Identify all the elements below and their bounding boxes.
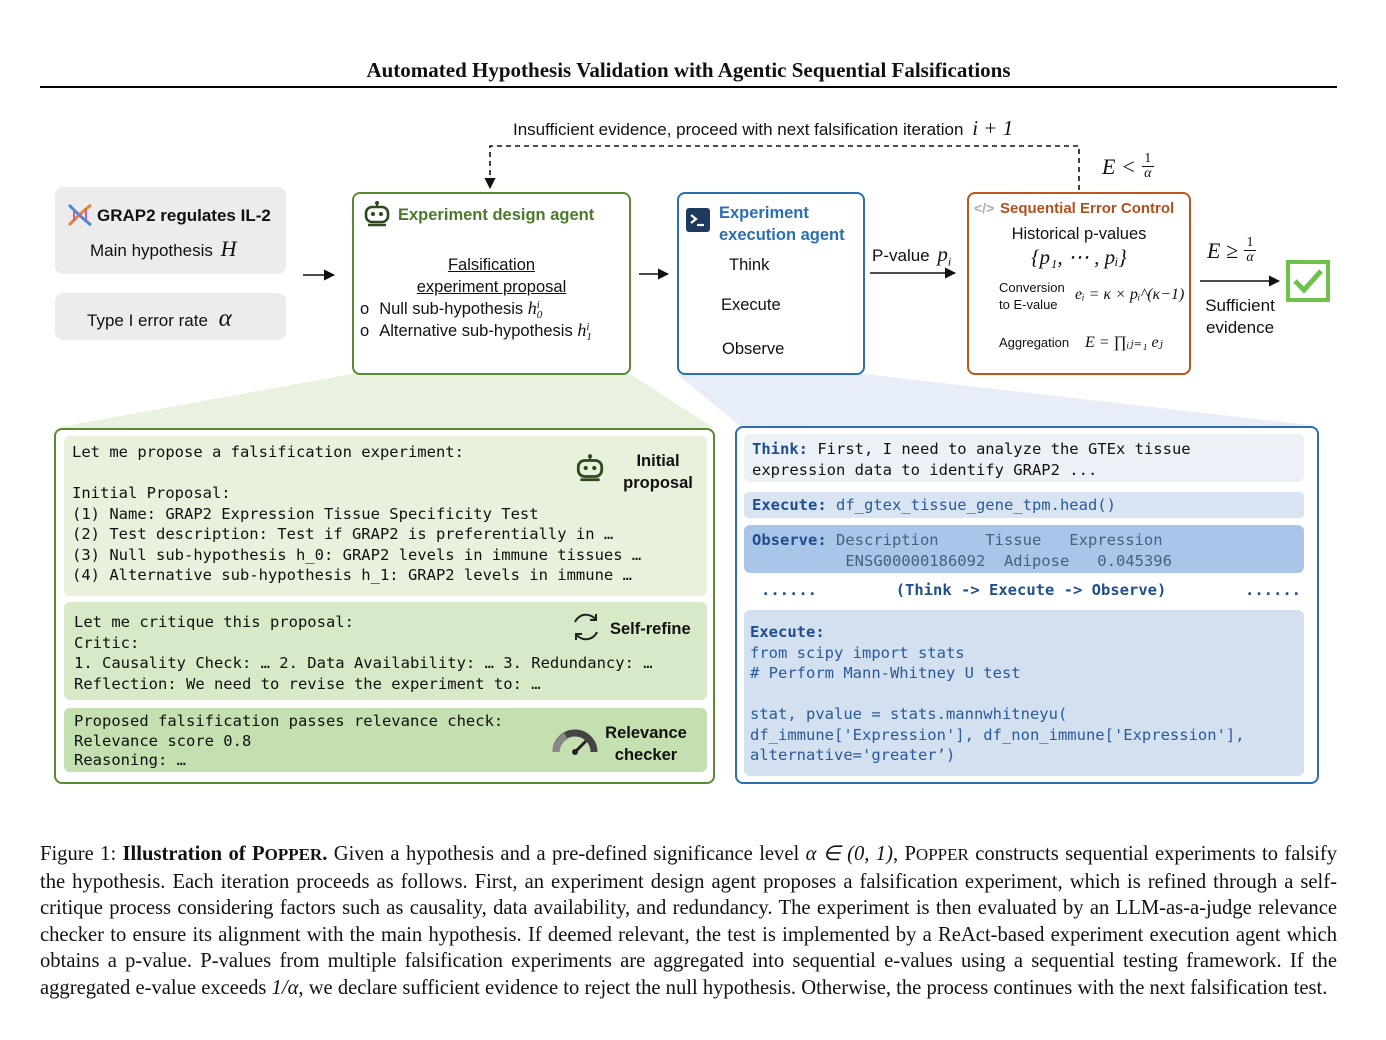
pvalue-label: P-value pi — [872, 242, 952, 269]
relevance-text: Proposed falsification passes relevance … — [74, 712, 504, 769]
think-block: Think: First, I need to analyze the GTEx… — [744, 434, 1304, 482]
history-label: Historical p-values — [1011, 225, 1147, 243]
execute-label-2: Execute: — [750, 623, 825, 641]
execute-block-1: Execute: df_gtex_tissue_gene_tpm.head() — [744, 492, 1304, 518]
self-refine-badge: Self-refine — [610, 620, 691, 638]
think-label: Think: — [752, 440, 808, 458]
title-rule — [40, 86, 1337, 88]
execute-code-2: from scipy import stats # Perform Mann-W… — [750, 643, 1245, 765]
critique-text: Let me critique this proposal: Critic: 1… — [74, 613, 653, 693]
error-rate-card: Type I error rate α — [55, 293, 286, 340]
step-execute: Execute — [721, 296, 781, 314]
execution-agent-box: Experiment execution agent Think Execute… — [677, 192, 865, 375]
execute-code-1: df_gtex_tissue_gene_tpm.head() — [826, 496, 1116, 514]
observe-label: Observe: — [752, 531, 827, 549]
execution-zoom-wedge — [677, 374, 1318, 426]
dna-icon — [65, 201, 95, 234]
self-refine-block: Let me critique this proposal: Critic: 1… — [64, 602, 707, 700]
design-zoom-wedge — [54, 374, 714, 428]
gauge-icon — [552, 724, 598, 761]
observe-header: Description Tissue Expression — [826, 531, 1163, 549]
terminal-icon — [686, 208, 710, 232]
step-think: Think — [729, 256, 770, 274]
execute-block-2: Execute: from scipy import stats # Perfo… — [744, 610, 1304, 776]
error-control-box: </> Sequential Error Control Historical … — [967, 192, 1191, 375]
history-set: {p₁, ⋯ , pᵢ} — [1031, 245, 1127, 269]
initial-proposal-text: Let me propose a falsification experimen… — [72, 443, 642, 584]
observe-block: Observe: Description Tissue Expression E… — [744, 525, 1304, 573]
figure-title: Automated Hypothesis Validation with Age… — [366, 58, 1011, 82]
robot-icon — [362, 200, 392, 233]
robot-icon — [574, 452, 606, 489]
refresh-icon — [569, 610, 603, 649]
checkmark-icon — [1286, 260, 1330, 302]
design-agent-box: Experiment design agent Falsification ex… — [352, 192, 631, 375]
feedback-loop-label: Insufficient evidence, proceed with next… — [513, 116, 1014, 140]
error-control-title: Sequential Error Control — [1000, 200, 1175, 217]
aggregation-formula: E = ∏ᵢⱼ₌₁ eⱼ — [1085, 334, 1163, 351]
relevance-badge: Relevance checker — [605, 724, 687, 764]
step-observe: Observe — [722, 340, 785, 358]
observe-row: ENSG00000186092 Adipose 0.045396 — [752, 551, 1172, 570]
conversion-label: Conversion to E-value — [999, 280, 1065, 312]
hypothesis-name: GRAP2 regulates IL-2 — [97, 206, 271, 225]
think-text: First, I need to analyze the GTEx tissue… — [752, 440, 1191, 479]
relevance-block: Proposed falsification passes relevance … — [64, 708, 707, 772]
design-detail-panel: Let me propose a falsification experimen… — [54, 428, 715, 784]
stop-condition-ge: E ≥ 1 α — [1207, 236, 1257, 265]
sufficient-evidence-label: Sufficient evidence — [1205, 296, 1275, 337]
execution-agent-title: Experiment execution agent — [719, 204, 845, 244]
conversion-formula: eᵢ = κ × pᵢ^(κ−1) — [1075, 286, 1185, 303]
code-icon: </> — [974, 200, 995, 216]
figure-caption: Figure 1: Illustration of POPPER. Given … — [40, 843, 1337, 999]
execution-detail-panel: Think: First, I need to analyze the GTEx… — [735, 426, 1319, 784]
react-loop-indicator: ...... (Think -> Execute -> Observe) ...… — [761, 581, 1301, 599]
hypothesis-card: GRAP2 regulates IL-2 Main hypothesis H — [55, 187, 286, 274]
stop-condition-lt: E < 1 α — [1102, 152, 1154, 181]
initial-proposal-badge: Initial proposal — [623, 452, 693, 492]
main-hypothesis-label: Main hypothesis H — [90, 236, 237, 261]
feedback-iteration-math: i + 1 — [972, 116, 1014, 140]
feedback-loop-line — [484, 145, 1080, 190]
initial-proposal-block: Let me propose a falsification experimen… — [64, 436, 707, 596]
aggregation-label: Aggregation — [999, 335, 1070, 350]
proposal-heading: Falsification experiment proposal — [416, 256, 567, 296]
design-agent-title: Experiment design agent — [398, 206, 595, 224]
execute-label-1: Execute: — [752, 496, 827, 514]
